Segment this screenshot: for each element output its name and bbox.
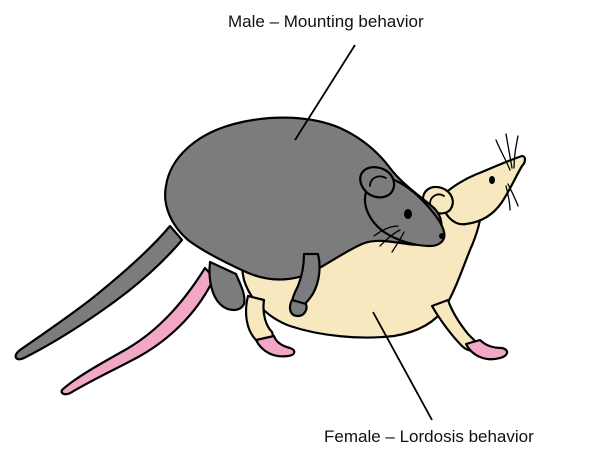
male-eye [404, 209, 412, 219]
male-label: Male – Mounting behavior [228, 13, 424, 30]
male-front-paw [290, 300, 307, 316]
female-eye [489, 176, 495, 184]
female-label: Female – Lordosis behavior [324, 428, 534, 445]
male-nose [439, 233, 445, 239]
female-tail [62, 268, 214, 394]
female-hind-paw [256, 336, 294, 356]
female-front-paw [466, 340, 507, 359]
